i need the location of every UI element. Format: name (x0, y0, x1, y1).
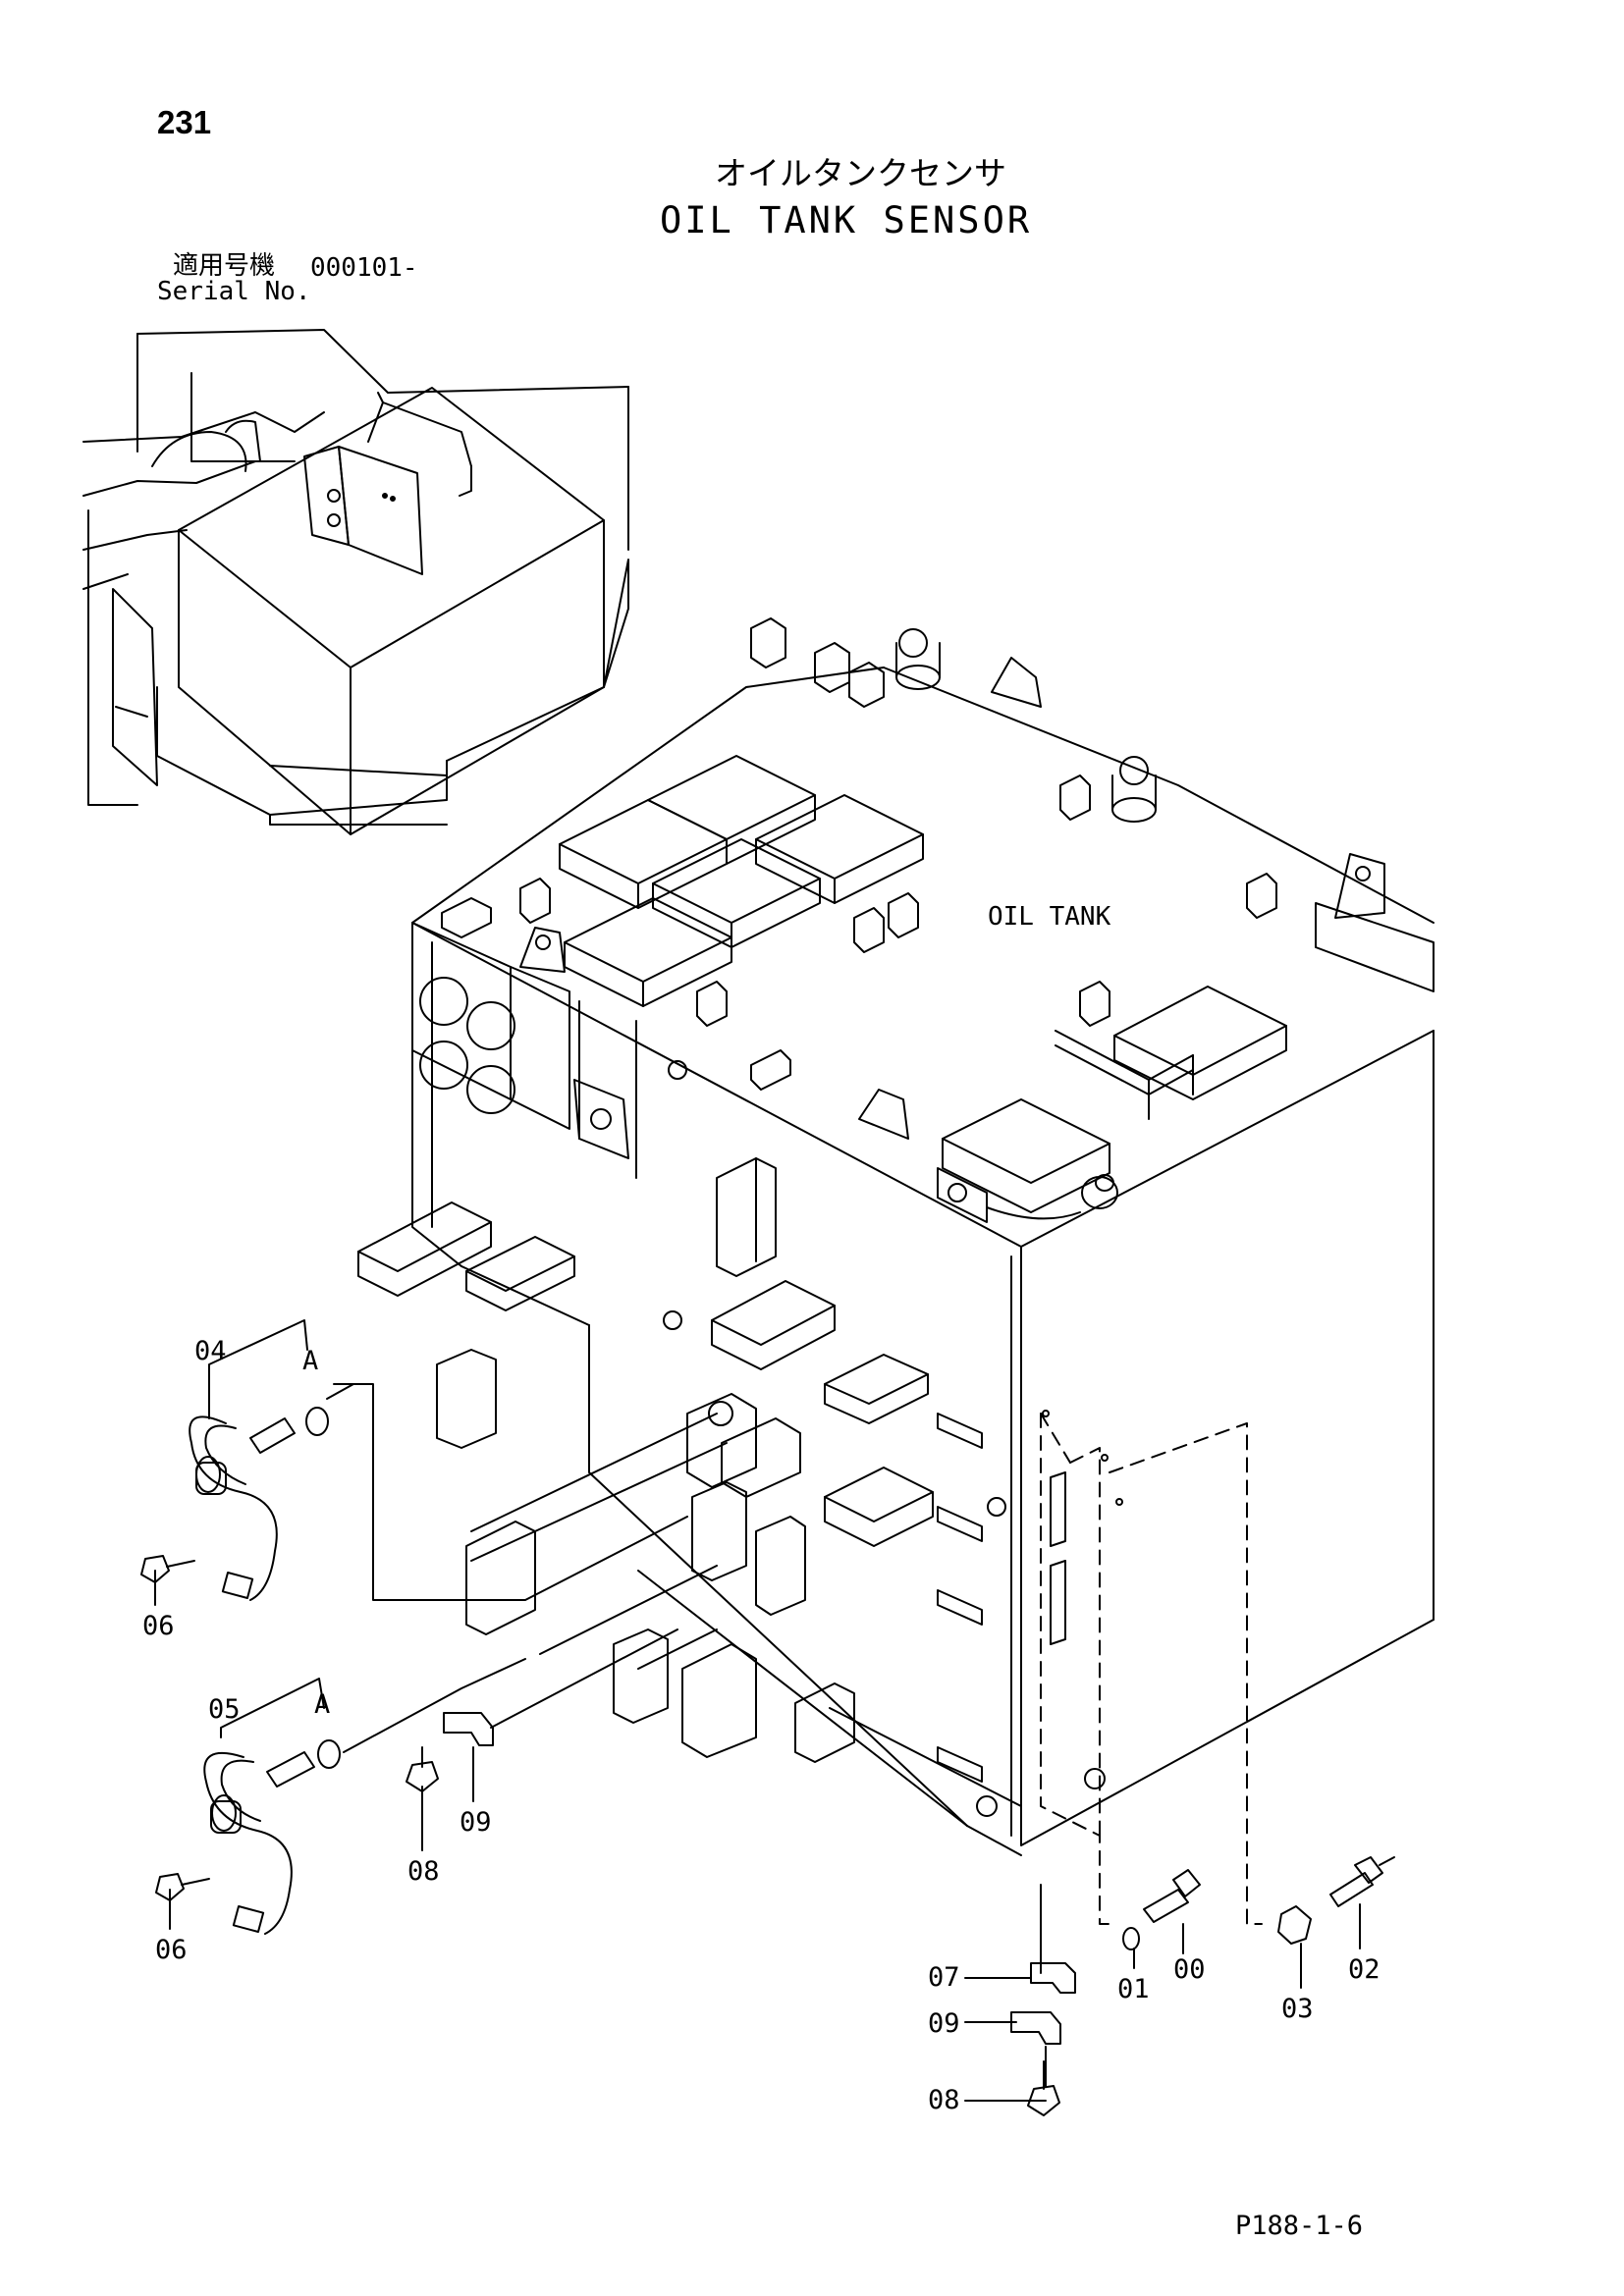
oil-tank-label: OIL TANK (988, 902, 1111, 932)
part-callouts: 04 A 06 05 A 06 08 09 07 09 08 01 00 03 … (142, 1336, 1380, 2115)
callout-04: 04 (194, 1336, 227, 1366)
part-05-sensor-harness (203, 1751, 315, 1935)
callout-08-lower: 08 (928, 2085, 960, 2115)
callout-02: 02 (1348, 1954, 1380, 1985)
callout-09-upper: 09 (460, 1807, 492, 1838)
title-english: OIL TANK SENSOR (660, 199, 1033, 241)
part-04-sensor-harness (189, 1415, 296, 1601)
callout-06-lower: 06 (155, 1935, 188, 1965)
title-japanese: オイルタンクセンサ (715, 154, 1006, 192)
leader-lines (154, 1319, 1361, 2102)
oil-tank-illustration (357, 617, 1435, 1856)
callout-00: 00 (1173, 1954, 1206, 1985)
callout-A-upper: A (302, 1346, 318, 1376)
clamps (443, 1712, 1076, 2045)
callout-05: 05 (208, 1694, 241, 1725)
sensor-location-outline (1040, 1413, 1263, 1925)
bolts (140, 1555, 1060, 2116)
callout-09-lower: 09 (928, 2008, 960, 2039)
page-number: 231 (157, 104, 212, 140)
machine-overview-illustration (82, 329, 629, 835)
callout-03: 03 (1281, 1994, 1314, 2024)
footer-page-code: P188-1-6 (1235, 2211, 1364, 2241)
callout-06-upper: 06 (142, 1611, 175, 1641)
callout-A-lower: A (314, 1689, 330, 1720)
serial-label-english: Serial No. (157, 277, 311, 306)
o-rings (305, 1407, 341, 1769)
callout-07: 07 (928, 1962, 960, 1993)
serial-number-value: 000101- (310, 253, 418, 283)
callout-08-upper: 08 (407, 1856, 440, 1887)
serial-label-japanese: 適用号機 (173, 251, 276, 281)
sensor-fittings-00-03-02 (1122, 1856, 1395, 1950)
callout-01: 01 (1117, 1974, 1150, 2004)
